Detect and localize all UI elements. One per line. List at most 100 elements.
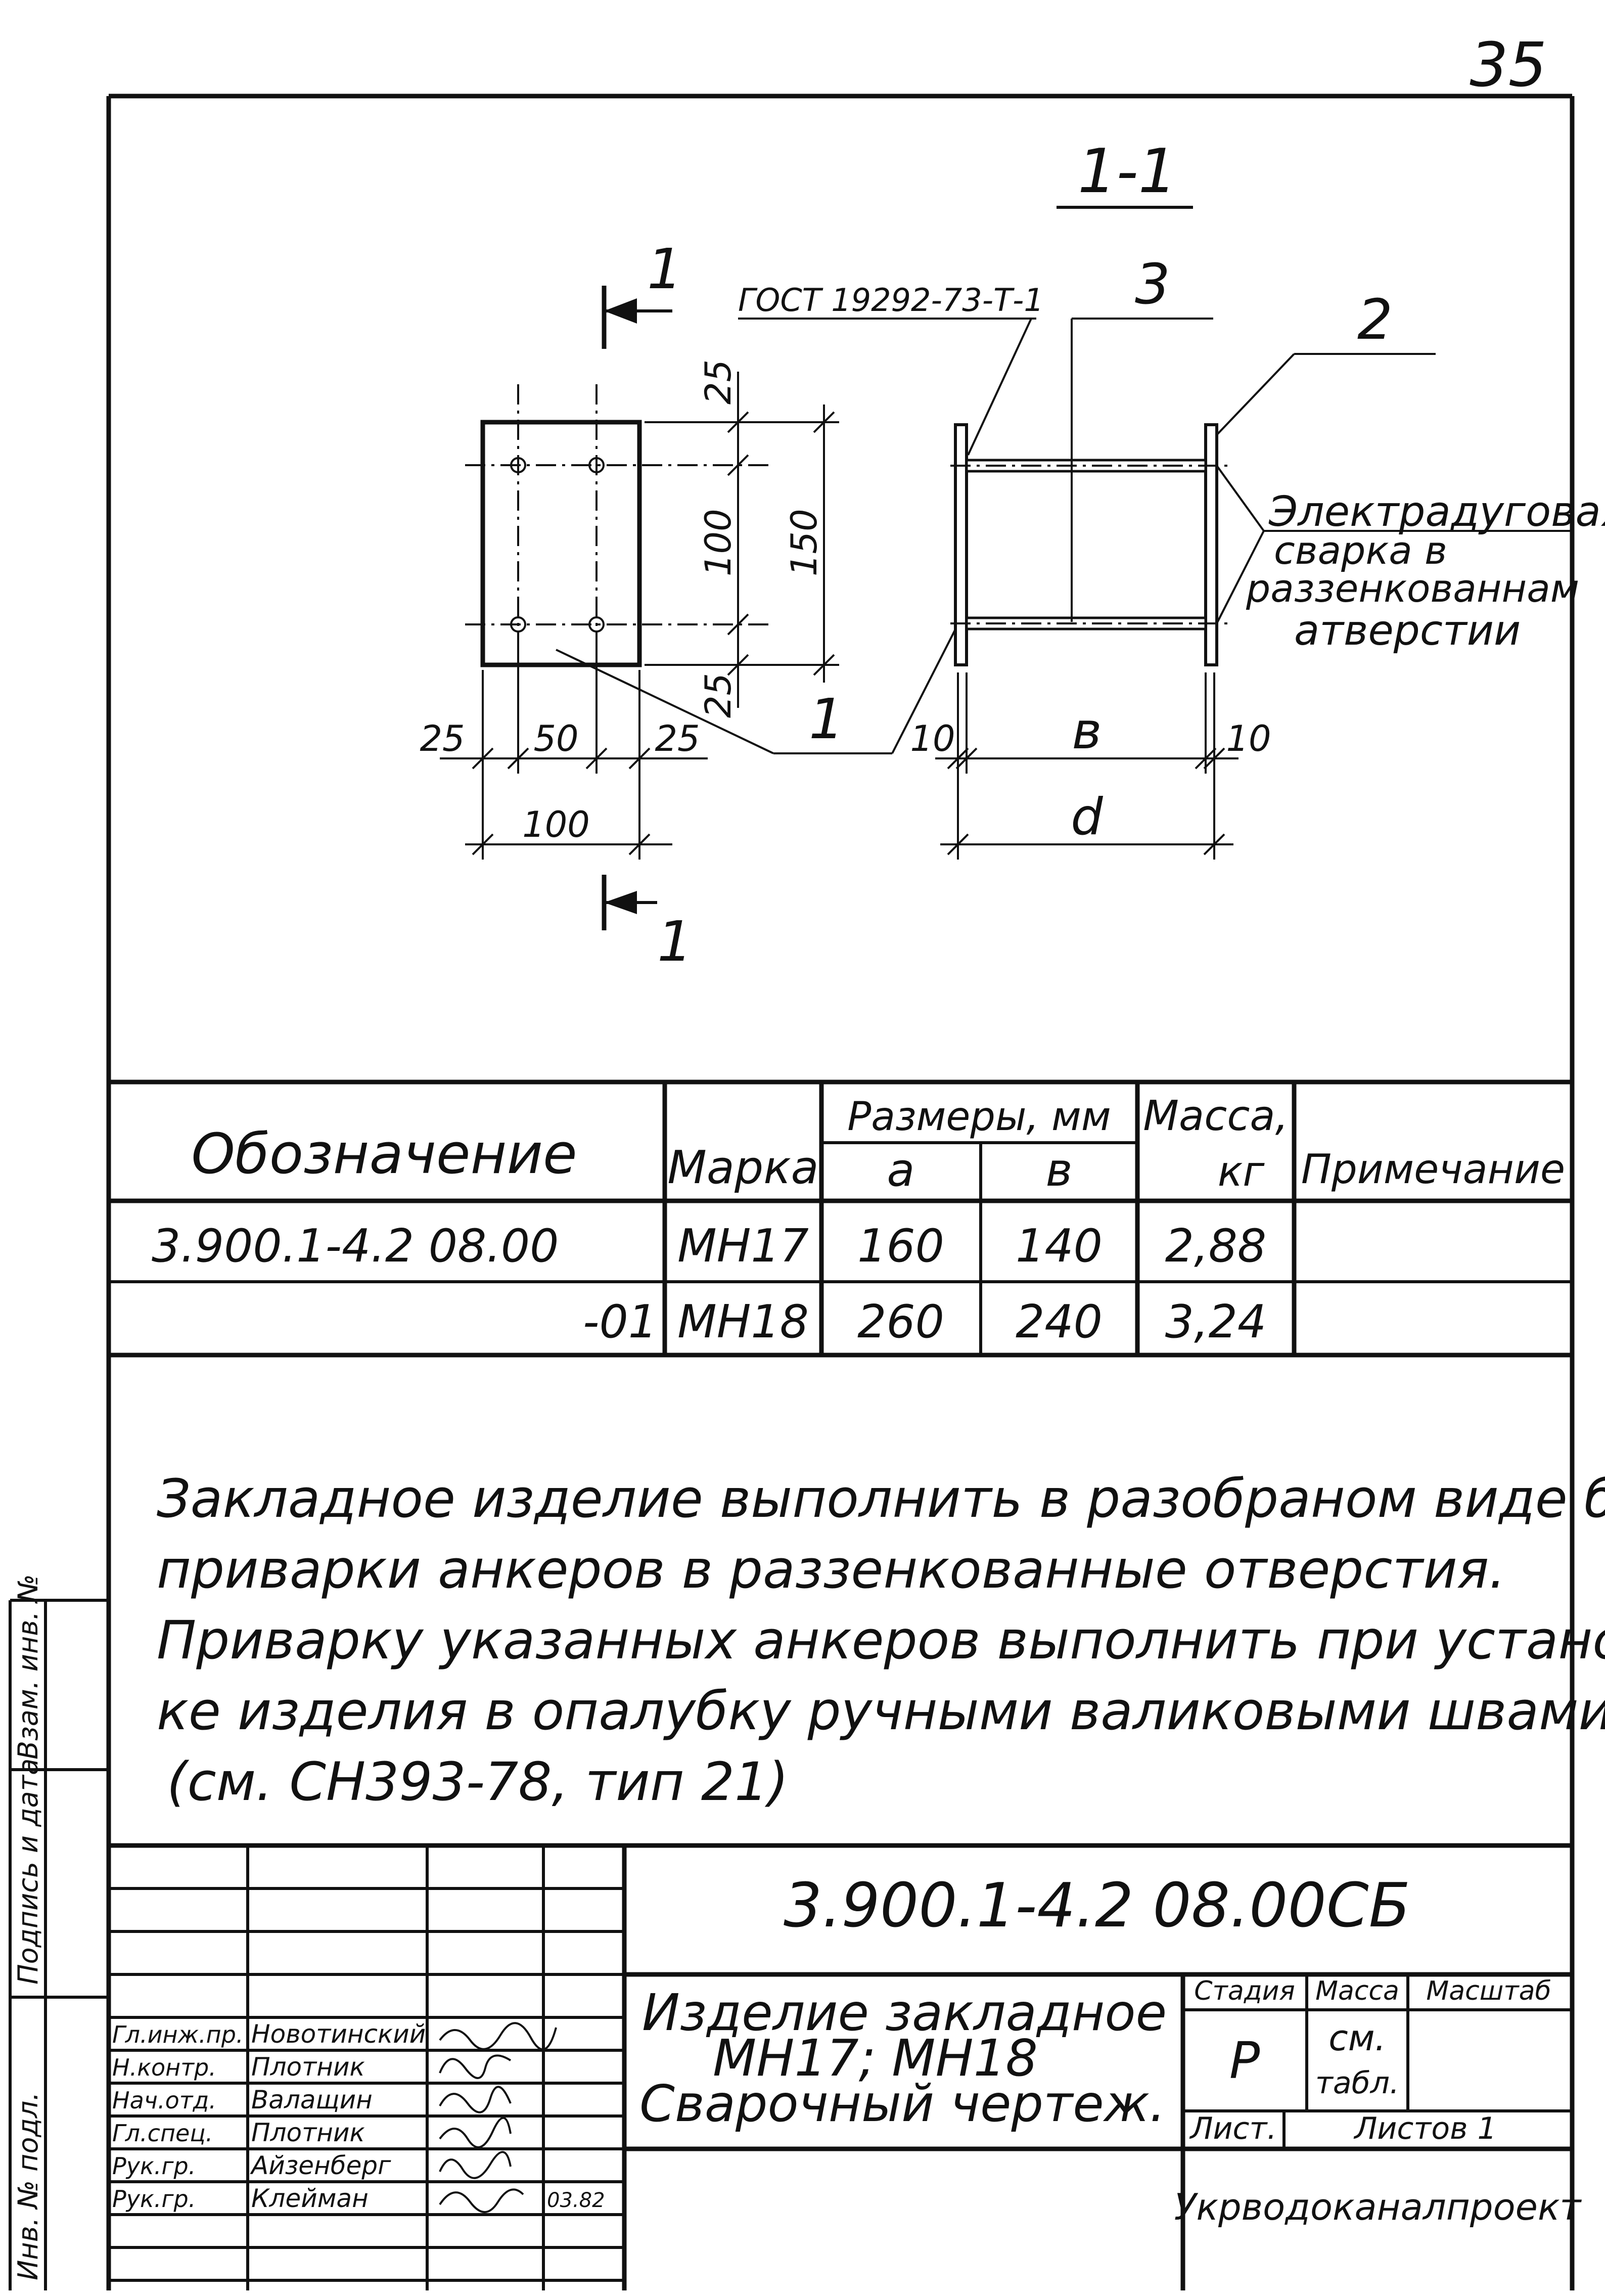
staff-role-5: Рук.гр.	[112, 2152, 196, 2180]
mass-value-1: см.	[1328, 2017, 1386, 2059]
staff-name-4: Плотник	[251, 2118, 365, 2147]
dim-mid-50: 50	[533, 718, 578, 759]
signature-1	[439, 2022, 557, 2051]
callout-1: 1	[809, 687, 844, 751]
staff-role-2: Н.контр.	[112, 2054, 216, 2081]
staff-role-1: Гл.инж.пр.	[112, 2021, 244, 2048]
product-name-line-2: МН17; МН18	[713, 2029, 1038, 2088]
row1-a: 160	[857, 1220, 944, 1273]
header-note: Примечание	[1301, 1146, 1565, 1193]
spec-table: Обозначение Марка Размеры, мм a в Масса,…	[109, 1079, 1572, 1358]
header-designation: Обозначение	[191, 1121, 577, 1186]
end-plate-left	[954, 423, 968, 666]
signature-6	[439, 2188, 524, 2213]
dim-width-100: 100	[522, 804, 590, 845]
note-line-5: (см. СН393-78, тип 21)	[167, 1751, 789, 1813]
leader-1-a	[556, 649, 774, 754]
cut-label-top: 1	[647, 237, 682, 301]
row1-mass: 2,88	[1165, 1220, 1266, 1273]
row2-mark: МН18	[677, 1295, 809, 1348]
organization: Укрводоканалпроект	[1174, 2186, 1582, 2228]
row1-mark: МН17	[677, 1220, 809, 1273]
header-sizes: Размеры, мм	[847, 1094, 1111, 1140]
cut-arrowhead-bottom	[604, 891, 637, 914]
signature-4	[439, 2117, 512, 2148]
dim-full-150: 150	[784, 509, 825, 576]
dim-left-10: 10	[910, 718, 955, 759]
callout-3: 3	[1135, 252, 1170, 317]
callout-2: 2	[1357, 287, 1393, 352]
dim-right-10: 10	[1226, 718, 1271, 759]
doc-code: 3.900.1-4.2 08.00СБ	[784, 1871, 1410, 1941]
gost-label: ГОСТ 19292-73-Т-1	[738, 282, 1044, 319]
dim-left-25: 25	[420, 718, 465, 759]
dim-inner-b: в	[1072, 701, 1102, 760]
callout-2-leader	[1216, 353, 1295, 436]
row2-b: 240	[1016, 1295, 1103, 1348]
cut-label-bottom: 1	[657, 909, 693, 974]
sheet-label: Лист.	[1189, 2111, 1276, 2146]
staff-role-6: Рук.гр.	[112, 2185, 196, 2213]
staff-name-1: Новотинский	[251, 2019, 426, 2049]
outer-frame	[106, 94, 1575, 2290]
weld-note-line-3: раззенкованнам	[1246, 566, 1579, 611]
hole-2	[588, 457, 605, 473]
staff-name-5: Айзенберг	[250, 2151, 391, 2180]
dim-total-d: d	[1071, 787, 1103, 846]
section-drawing: 1-1 1 1 25 100 150 25	[420, 137, 1605, 974]
staff-name-3: Валащин	[251, 2085, 373, 2114]
section-title: 1-1	[1078, 137, 1177, 207]
weld-note-line-2: сварка в	[1274, 528, 1447, 573]
gost-leader	[967, 318, 1032, 456]
scale-label: Масштаб	[1426, 1976, 1551, 2006]
hole-4	[588, 616, 605, 633]
dim-top-25: 25	[698, 359, 739, 404]
row2-mass: 3,24	[1165, 1295, 1266, 1348]
stamp-col1: Инв. № подл.	[12, 2092, 44, 2280]
cut-arrowhead-top	[604, 298, 637, 324]
signature-3	[439, 2086, 512, 2113]
mass-label: Масса	[1315, 1976, 1399, 2006]
header-size-b: в	[1045, 1144, 1072, 1197]
staff-name-2: Плотник	[251, 2052, 365, 2082]
staff-role-3: Нач.отд.	[112, 2087, 216, 2114]
signature-2	[439, 2054, 512, 2079]
header-mass: Масса,	[1143, 1092, 1288, 1140]
page-number: 35	[1470, 30, 1547, 101]
dim-mid-100: 100	[698, 509, 739, 576]
weld-note-line-1: Электрадуговая	[1268, 488, 1605, 536]
header-mass-unit: кг	[1218, 1148, 1265, 1196]
product-name-line-1: Изделие закладное	[642, 1983, 1167, 2042]
sheets-label: Листов 1	[1353, 2111, 1496, 2146]
leader-1-c	[891, 614, 964, 754]
hole-1	[510, 457, 526, 473]
stamp-col2: Подпись и дата	[12, 1759, 44, 1985]
side-stamp: Взам. инв. № Подпись и дата Инв. № подл.	[9, 1574, 109, 2290]
row2-designation: -01	[583, 1295, 657, 1348]
dim-right-25: 25	[655, 718, 700, 759]
header-mark: Марка	[667, 1141, 818, 1194]
end-plate-right	[1204, 423, 1218, 666]
stage-value: Р	[1229, 2031, 1260, 2090]
note-line-3: Приварку указанных анкеров выполнить при…	[157, 1609, 1605, 1671]
row2-a: 260	[857, 1295, 944, 1348]
note-line-1: Закладное изделие выполнить в разобраном…	[157, 1468, 1605, 1529]
plate-plan	[480, 420, 642, 667]
header-size-a: a	[887, 1144, 914, 1197]
notes-block: Закладное изделие выполнить в разобраном…	[157, 1468, 1605, 1813]
date-small: 03.82	[547, 2189, 605, 2212]
product-name-line-3: Сварочный чертеж.	[639, 2074, 1166, 2133]
title-block: 3.900.1-4.2 08.00СБ Изделие закладное МН…	[109, 1843, 1582, 2290]
weld-leader-1	[1216, 465, 1265, 532]
staff-role-4: Гл.спец.	[112, 2120, 213, 2147]
note-line-4: ке изделия в опалубку ручными валиковыми…	[157, 1680, 1605, 1742]
weld-leader-2	[1216, 530, 1265, 624]
stamp-col3: Взам. инв. №	[12, 1574, 44, 1760]
row1-b: 140	[1016, 1220, 1103, 1273]
dim-bottom-25: 25	[698, 673, 739, 718]
hole-3	[510, 616, 526, 633]
mass-value-2: табл.	[1315, 2065, 1399, 2101]
row1-designation: 3.900.1-4.2 08.00	[152, 1220, 559, 1273]
note-line-2: приварки анкеров в раззенкованные отверс…	[157, 1539, 1505, 1600]
